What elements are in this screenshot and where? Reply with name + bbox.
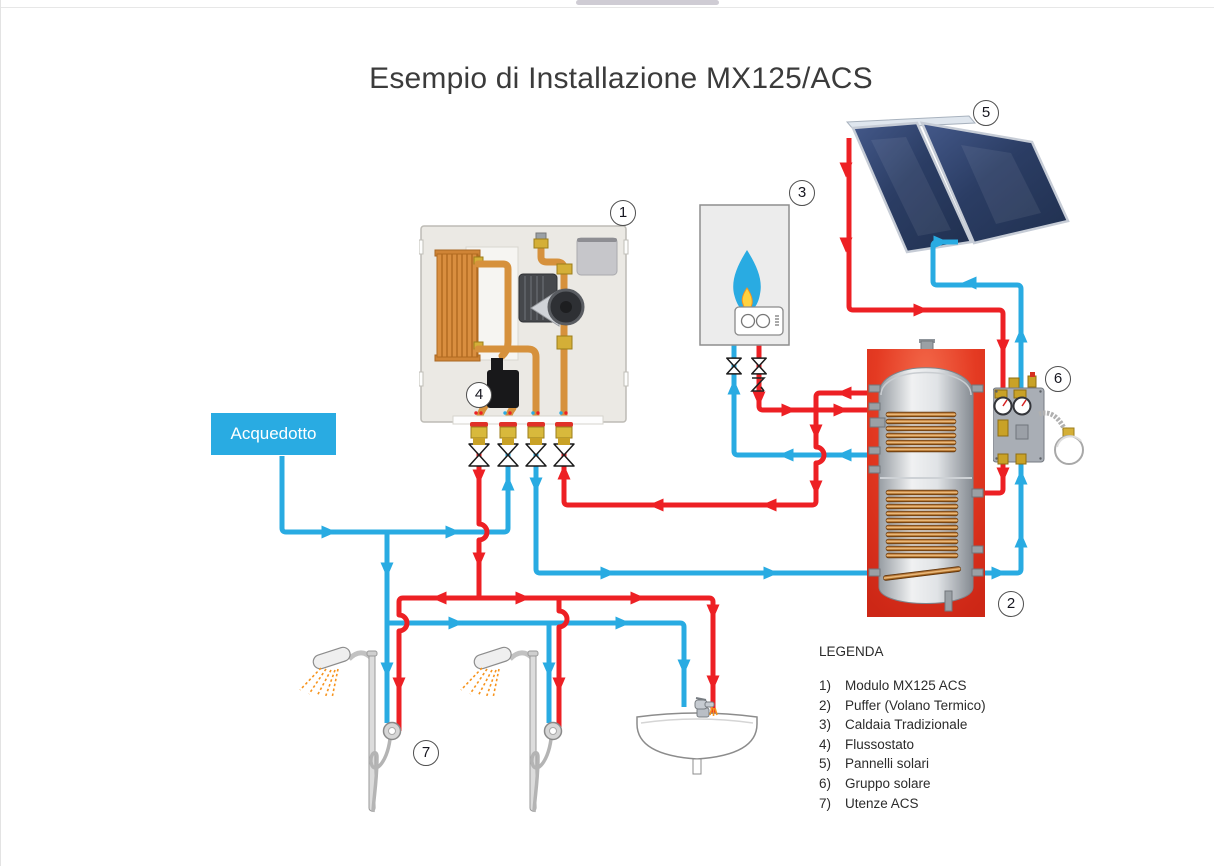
legend-item: 3)Caldaia Tradizionale (819, 717, 968, 733)
lower-coil (883, 489, 962, 581)
diagram-title: Esempio di Installazione MX125/ACS (369, 62, 873, 95)
sink-faucet (694, 697, 715, 718)
callout-5: 5 (973, 100, 999, 126)
port-fittings (470, 411, 573, 445)
horizontal-scrollbar-thumb[interactable] (576, 0, 719, 5)
module-mx125 (419, 224, 629, 446)
circulation-pump (518, 263, 585, 350)
legend-heading: LEGENDA (819, 644, 884, 659)
sink-fixture (636, 697, 758, 775)
boiler (699, 204, 791, 347)
flame-icon (733, 250, 761, 312)
mounting-tabs (419, 239, 629, 387)
water-spray (299, 667, 339, 699)
legend-item: 6)Gruppo solare (819, 775, 931, 791)
shower-fixture (299, 646, 402, 813)
legend: LEGENDA 1)Modulo MX125 ACS 2)Puffer (Vol… (819, 644, 1049, 813)
solar-panels (845, 115, 1070, 254)
acquedotto-label: Acquedotto (211, 413, 336, 455)
legend-item: 2)Puffer (Volano Termico) (819, 697, 986, 713)
heat-exchanger (434, 249, 484, 362)
puffer-tank (867, 339, 985, 617)
control-box (576, 237, 618, 276)
legend-item: 1)Modulo MX125 ACS (819, 678, 967, 693)
callout-2: 2 (998, 591, 1024, 617)
shutoff-valves (468, 357, 767, 467)
shower-head (312, 646, 351, 670)
flow-arrows (321, 162, 1028, 693)
shower-hose (369, 738, 392, 813)
upper-coil (885, 411, 957, 453)
page-top-divider (1, 7, 1214, 8)
solar-group (993, 370, 1088, 470)
callout-7: 7 (413, 740, 439, 766)
boiler-control-panel (734, 306, 784, 336)
legend-item: 7)Utenze ACS (819, 795, 919, 811)
check-valve-icon (750, 377, 766, 392)
callout-4: 4 (466, 382, 492, 408)
callout-6: 6 (1045, 366, 1071, 392)
callout-3: 3 (789, 180, 815, 206)
tank-ports (868, 384, 984, 577)
legend-item: 4)Flussostato (819, 736, 915, 752)
flow-switch (487, 358, 519, 408)
faucet-water (709, 706, 718, 716)
legend-item: 5)Pannelli solari (819, 756, 930, 772)
callout-1: 1 (610, 200, 636, 226)
